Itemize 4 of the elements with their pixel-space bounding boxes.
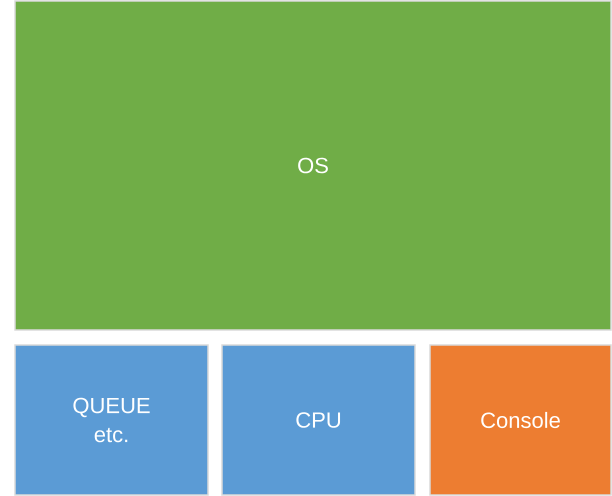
block-box: Console (429, 344, 612, 496)
block-box: OS (14, 0, 612, 331)
block-box: CPU (221, 344, 416, 496)
block-box: QUEUE etc. (14, 344, 209, 496)
